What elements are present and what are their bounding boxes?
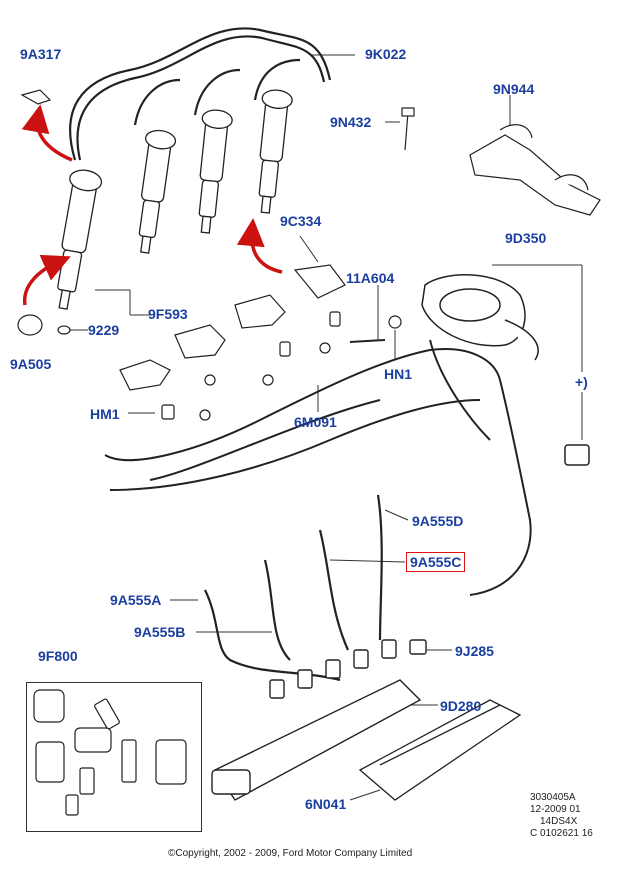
label-9c334: 9C334 bbox=[280, 213, 322, 229]
label-9n944: 9N944 bbox=[493, 81, 535, 97]
meta-line-4: C 0102621 16 bbox=[530, 828, 593, 839]
label-9a505: 9A505 bbox=[10, 356, 52, 372]
injectors bbox=[57, 89, 293, 310]
meta-line-3: 14DS4X bbox=[540, 816, 578, 827]
meta-line-2: 12-2009 01 bbox=[530, 804, 581, 815]
label-hm1: HM1 bbox=[90, 406, 120, 422]
leak-off-pipe bbox=[69, 27, 332, 161]
clamps bbox=[17, 89, 415, 421]
label-9a555c-highlighted: 9A555C bbox=[406, 552, 466, 572]
label-9k022: 9K022 bbox=[365, 46, 407, 62]
fuel-filter bbox=[421, 274, 590, 466]
label-9a555b: 9A555B bbox=[134, 624, 186, 640]
label-9f800: 9F800 bbox=[38, 648, 78, 664]
bracket-9n944 bbox=[469, 124, 601, 216]
label-9a317: 9A317 bbox=[20, 46, 62, 62]
return-pipes bbox=[104, 339, 532, 596]
label-plus: +) bbox=[575, 374, 588, 390]
label-9f593: 9F593 bbox=[148, 306, 188, 322]
label-6n041: 6N041 bbox=[305, 796, 347, 812]
label-6m091: 6M091 bbox=[294, 414, 337, 430]
label-9j285: 9J285 bbox=[455, 643, 494, 659]
label-9d350: 9D350 bbox=[505, 230, 547, 246]
shield-6n041 bbox=[358, 699, 522, 801]
fuel-rail bbox=[211, 639, 427, 801]
label-9a555d: 9A555D bbox=[412, 513, 464, 529]
kit-parts-9f800 bbox=[33, 689, 187, 816]
label-hn1: HN1 bbox=[384, 366, 413, 382]
label-9n432: 9N432 bbox=[330, 114, 372, 130]
meta-line-1: 3030405A bbox=[530, 792, 576, 803]
leader-lines bbox=[70, 54, 583, 801]
label-9229: 9229 bbox=[88, 322, 120, 338]
red-arrows bbox=[21, 104, 283, 306]
kit-inset-box bbox=[26, 682, 202, 832]
label-9a555a: 9A555A bbox=[110, 592, 162, 608]
copyright-text: ©Copyright, 2002 - 2009, Ford Motor Comp… bbox=[168, 848, 413, 859]
label-11a604: 11A604 bbox=[346, 270, 395, 286]
diagram-meta: 3030405A 12-2009 01 14DS4X C 0102621 16 bbox=[530, 792, 630, 840]
label-9d280: 9D280 bbox=[440, 698, 482, 714]
